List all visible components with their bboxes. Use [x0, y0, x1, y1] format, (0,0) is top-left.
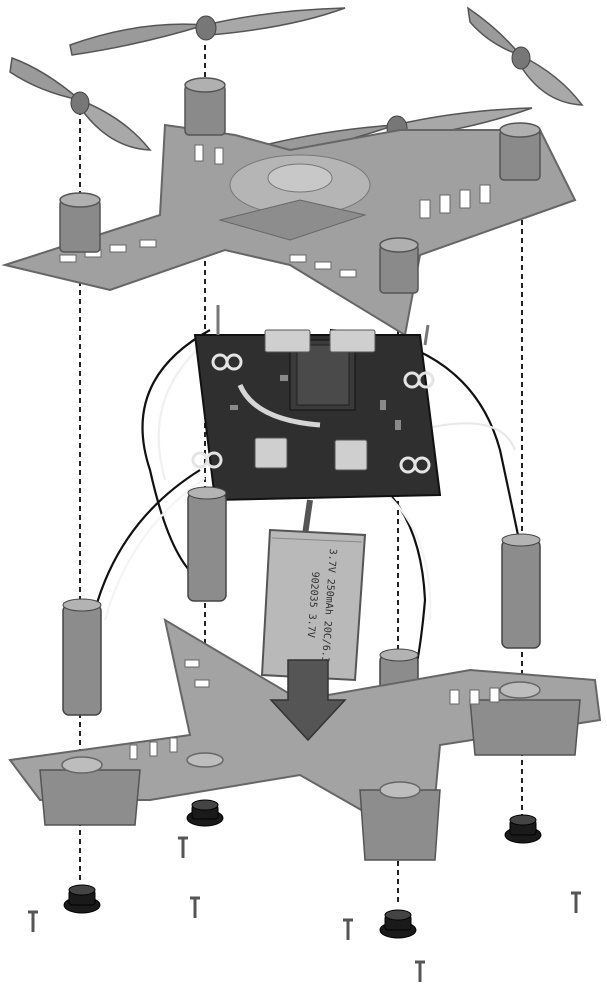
- screw-5: [571, 891, 581, 913]
- down-arrow-icon: [269, 659, 347, 742]
- rubber-foot-2: [504, 814, 542, 844]
- motor-2: [62, 598, 102, 716]
- lipo-battery: 3.7V 250mAh 20C/6.3 902035 3.7V: [260, 499, 367, 682]
- screw-6: [415, 960, 425, 982]
- motor-3: [501, 533, 541, 649]
- screw-2: [28, 910, 38, 932]
- flight-controller-board: [191, 305, 442, 502]
- screw-1: [178, 836, 188, 858]
- screw-4: [343, 918, 353, 940]
- rubber-foot-4: [379, 909, 417, 939]
- rubber-foot-1: [186, 799, 224, 827]
- rubber-foot-3: [63, 884, 101, 914]
- screw-3: [190, 896, 200, 918]
- propeller-front-left: [69, 7, 346, 56]
- battery-label-line-2: 902035 3.7V: [305, 571, 321, 638]
- propeller-front-right: [467, 6, 584, 106]
- propeller-rear-left: [9, 56, 152, 151]
- rubber-feet: [63, 799, 542, 939]
- top-shell: [1, 77, 577, 337]
- screws: [28, 836, 581, 982]
- motor-1: [187, 486, 227, 602]
